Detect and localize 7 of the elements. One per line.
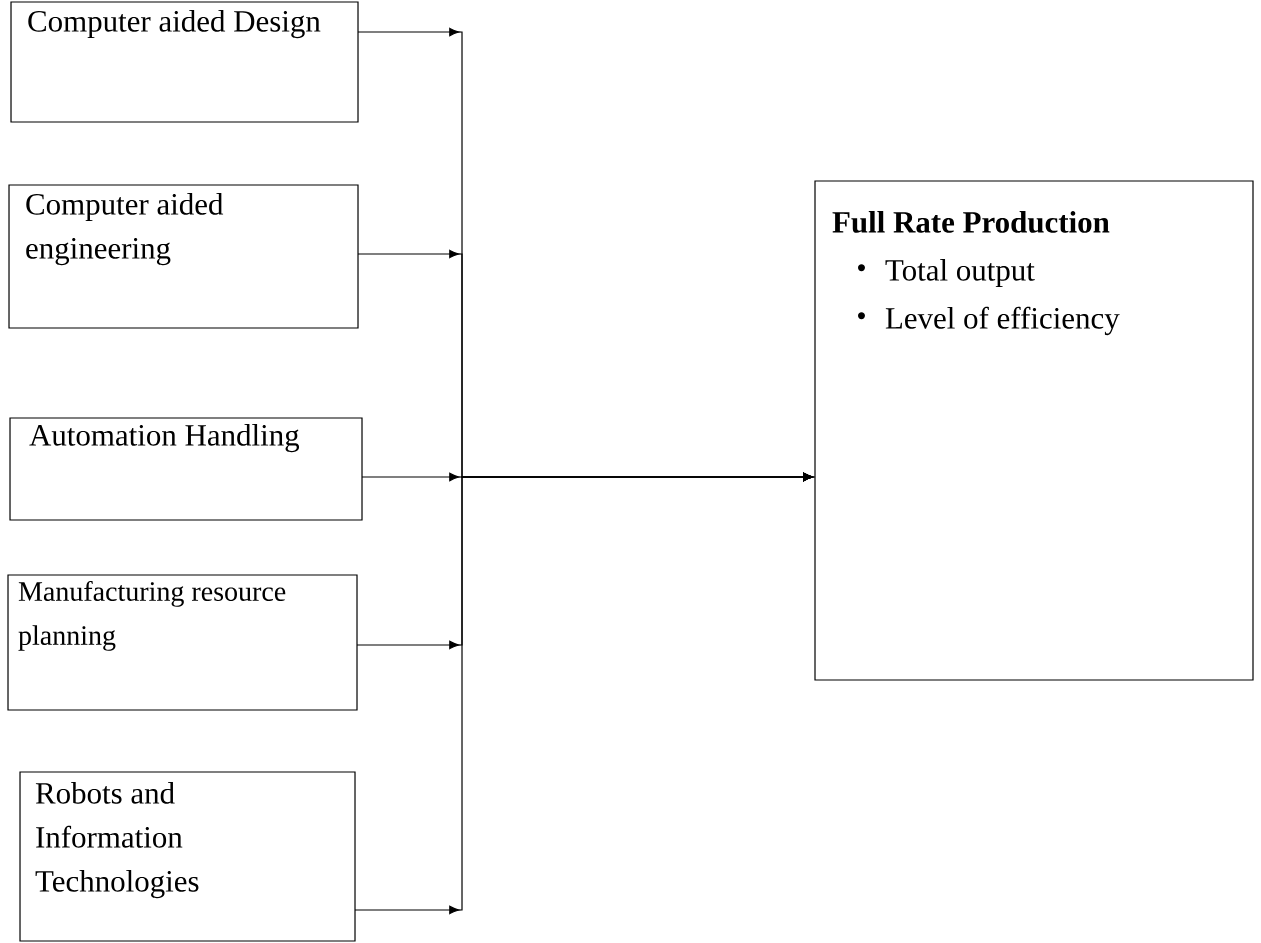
input-box: Robots and Information Technologies <box>19 771 356 942</box>
arrow <box>354 472 814 915</box>
input-box: Automation Handling <box>9 417 363 521</box>
input-box: Manufacturing resource planning <box>7 574 358 711</box>
input-box: Computer aided Design <box>10 1 359 123</box>
input-box: Computer aided engineering <box>8 184 359 329</box>
result-box: Full Rate Production Total output Level of efficiency <box>814 180 1254 681</box>
